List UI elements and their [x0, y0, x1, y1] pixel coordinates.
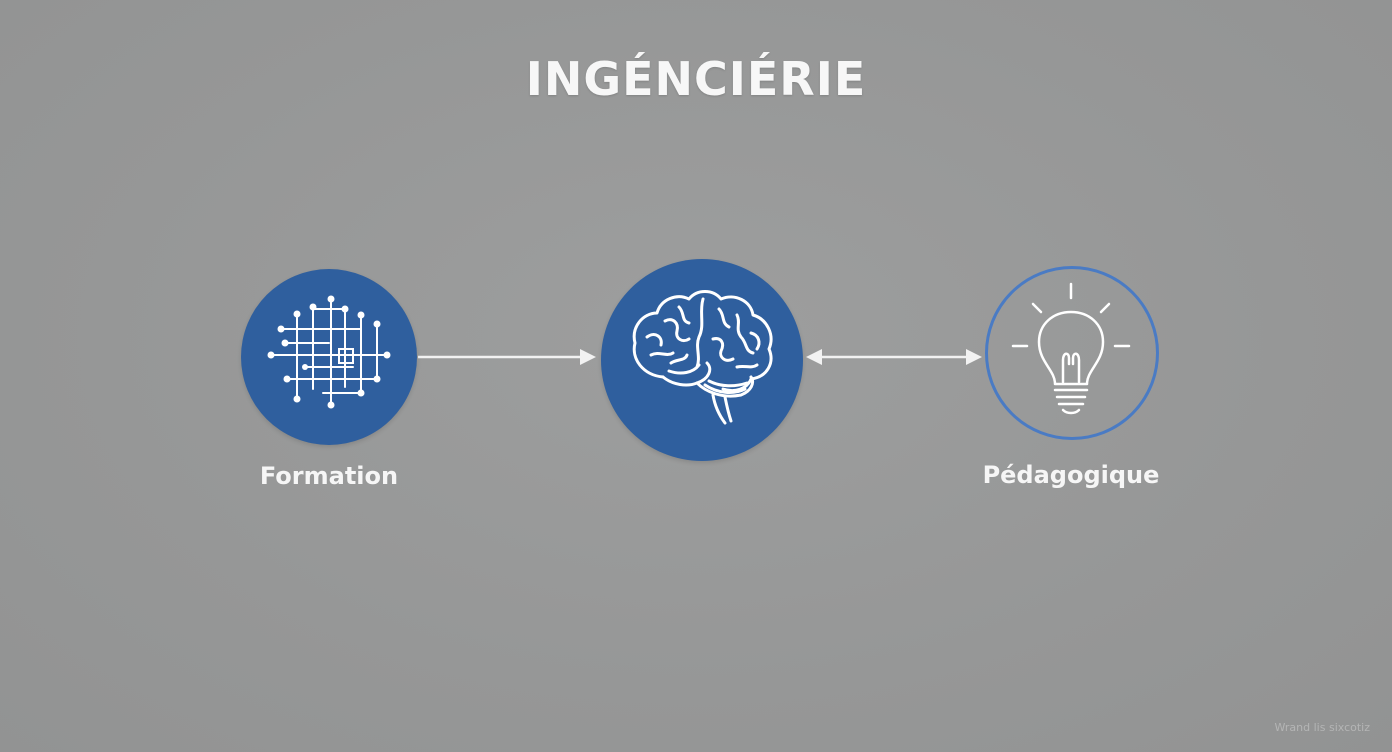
arrowhead-right-icon [580, 349, 596, 365]
brain-icon [632, 290, 773, 425]
arrowhead-left-icon [806, 349, 822, 365]
connector-formation-to-brain [418, 349, 596, 365]
node-pedagogique [985, 266, 1159, 440]
circuit-icon [267, 295, 391, 409]
arrowhead-right-icon [966, 349, 982, 365]
node-brain [601, 259, 803, 461]
node-label-pedagogique: Pédagogique [982, 461, 1160, 489]
node-formation [241, 269, 417, 445]
lightbulb-icon [1011, 282, 1131, 415]
node-label-formation: Formation [259, 462, 399, 490]
connector-brain-to-pedagogique [806, 349, 982, 365]
watermark: Wrand lis sixcotiz [1274, 721, 1370, 734]
diagram-title: INGÉNCIÉRIE [525, 52, 867, 106]
